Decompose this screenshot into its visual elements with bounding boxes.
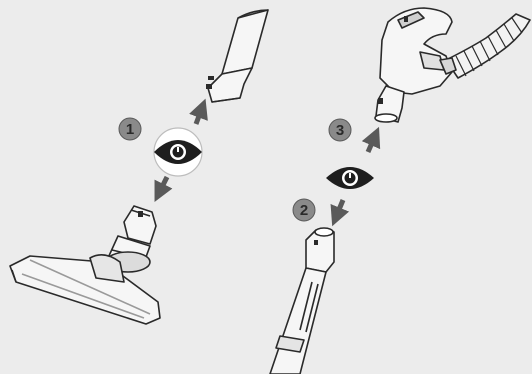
up-arrow-icon	[196, 108, 202, 124]
up-arrow-icon	[368, 136, 375, 152]
step-3-number: 3	[336, 122, 344, 139]
extension-tube-bottom	[270, 228, 334, 374]
hose-handle	[375, 8, 530, 122]
down-arrow-icon	[336, 200, 343, 217]
step-2-badge: 2	[293, 199, 315, 221]
floor-nozzle	[10, 206, 160, 324]
eye-icon	[326, 167, 374, 189]
step-1-badge: 1	[119, 118, 141, 140]
step-3-badge: 3	[329, 119, 351, 141]
down-arrow-icon	[159, 177, 167, 193]
step-1-number: 1	[126, 121, 134, 138]
extension-tube-top	[206, 10, 268, 102]
left-panel: 1	[10, 10, 268, 324]
eye-icon	[154, 128, 202, 176]
step-2-number: 2	[300, 202, 308, 219]
right-panel: 3 2	[270, 8, 530, 374]
